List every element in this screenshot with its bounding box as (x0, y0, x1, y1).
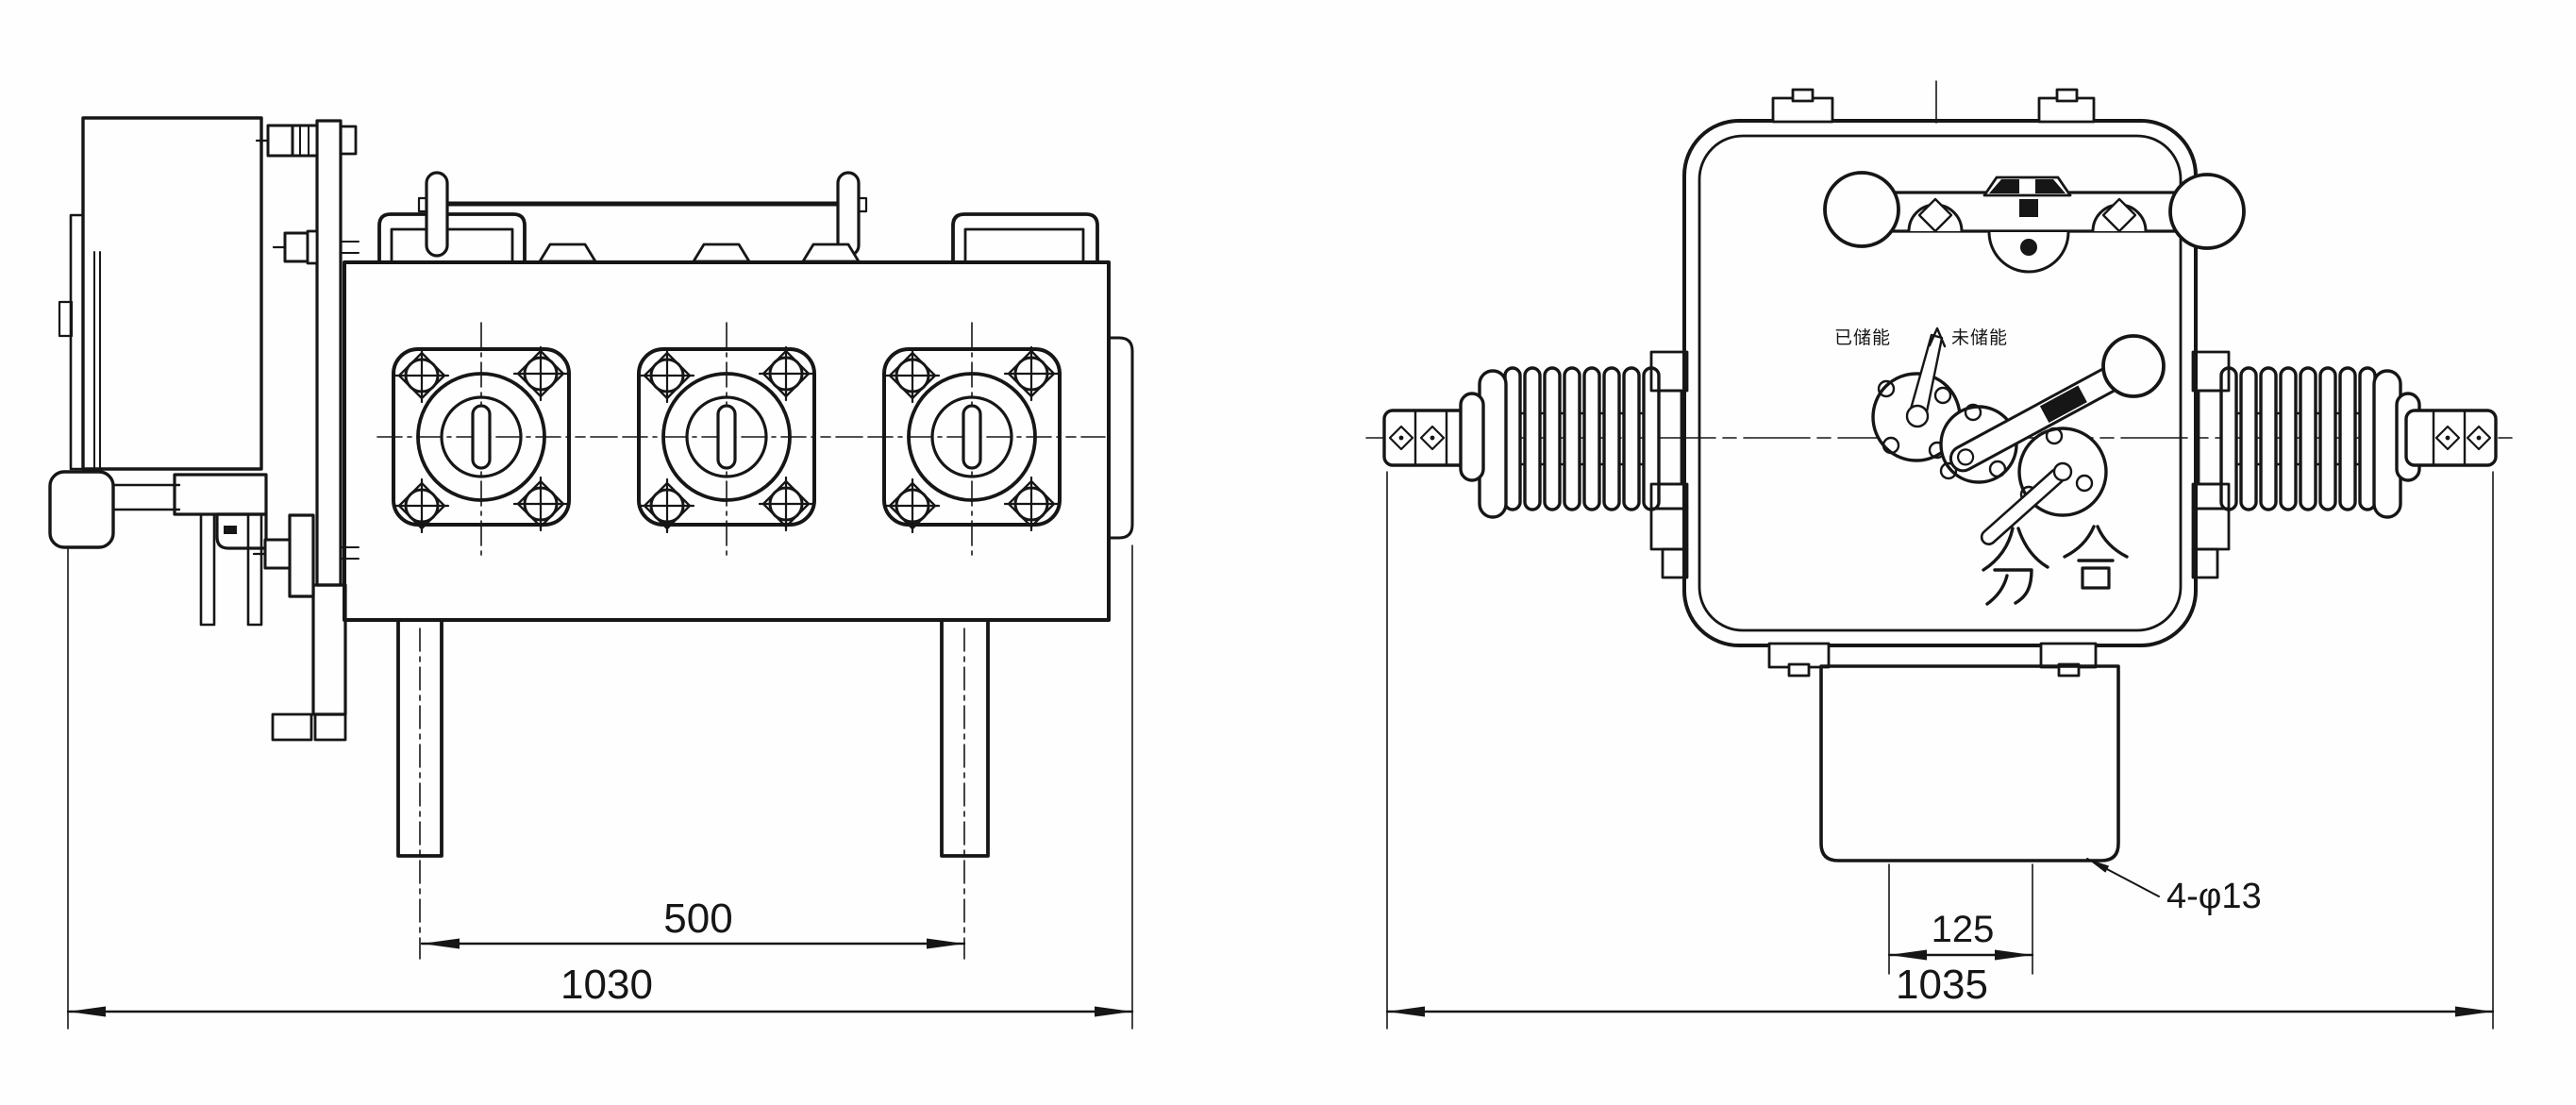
lifting-bracket-right (951, 212, 1099, 263)
bushing-flange-3 (868, 323, 1076, 555)
bolt-upper (272, 229, 360, 265)
dimension-overall-front: 1030 (66, 544, 1134, 1030)
tank-body (1682, 119, 2198, 647)
dimension-overall-side: 1035 (1385, 471, 2495, 1030)
insulator-right (2219, 366, 2421, 519)
mechanism-ball-right (2168, 173, 2246, 250)
base-box (1819, 664, 2120, 862)
mounting-tabs (1767, 80, 2098, 678)
front-view: 500 1030 (48, 116, 1134, 1030)
latch-assembly (48, 470, 268, 627)
dim-1035-label: 1035 (1896, 962, 1988, 1008)
side-view: 已储能 未储能 (1365, 80, 2513, 1030)
lifting-pin-left (425, 171, 449, 258)
dim-1030-label: 1030 (560, 962, 653, 1008)
side-bulge (1107, 336, 1134, 540)
energy-storage-mechanism (1823, 171, 2246, 274)
dimension-hole-spacing: 125 (1887, 863, 2034, 975)
bushing-flange-2 (623, 323, 830, 555)
lifting-bracket-left (377, 212, 527, 263)
handle-knob (2101, 334, 2166, 398)
operating-mechanism (1871, 326, 2166, 545)
insulator-left (1459, 366, 1661, 519)
column-nut (271, 712, 313, 742)
interlock-rod (417, 171, 868, 258)
flange-interface-left (1649, 350, 1689, 579)
indicator-uncharged-label: 未储能 (1951, 327, 2008, 348)
support-leg-right (940, 618, 990, 960)
bushing-flange-1 (377, 323, 585, 555)
door-tab (58, 300, 74, 338)
label-open-char (1982, 527, 2049, 606)
column-nut (313, 712, 347, 742)
top-bosses (538, 243, 861, 263)
dim-125-label: 125 (1932, 909, 1995, 950)
terminal-right (2404, 409, 2498, 467)
indicator-charged-label: 已储能 (1834, 327, 1891, 348)
flange-interface-right (2191, 350, 2231, 579)
holes-note-label: 4-φ13 (2166, 877, 2262, 916)
bolt-lower (252, 513, 360, 598)
mounting-holes-note: 4-φ13 (2086, 858, 2262, 916)
door-hinge-strip (69, 213, 85, 471)
bolt-top (255, 124, 358, 158)
mounting-column (252, 119, 360, 742)
dim-500-label: 500 (663, 896, 732, 942)
support-leg-left (396, 618, 443, 960)
mechanism-ball-left (1823, 171, 1900, 248)
door-panel (58, 116, 263, 471)
dimension-leg-spacing: 500 (420, 896, 966, 949)
label-close-char (2063, 525, 2129, 590)
